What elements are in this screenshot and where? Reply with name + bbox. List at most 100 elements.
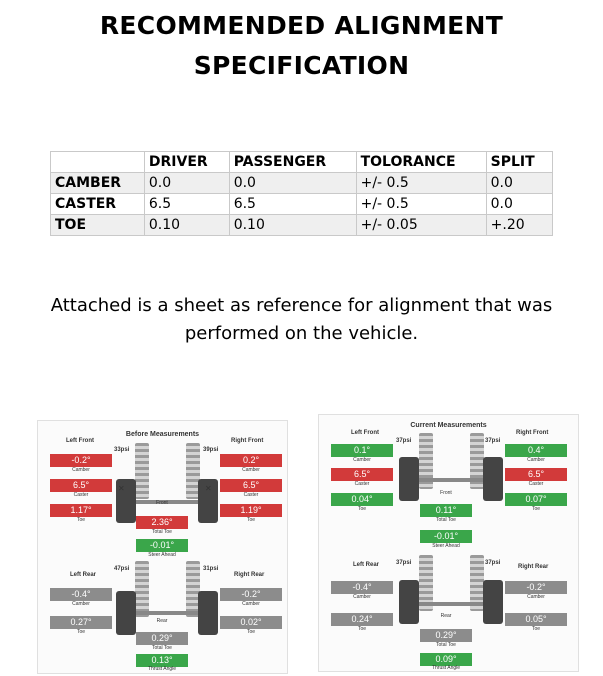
rear-total-toe-value: 0.29°	[136, 632, 188, 645]
rf-psi: 39psi	[203, 447, 219, 453]
left-front-label: Left Front	[66, 438, 94, 444]
right-front-wheel	[483, 457, 503, 501]
lr-toe-value: 0.27°	[50, 616, 112, 629]
sheet-header: Current Measurements	[410, 422, 487, 429]
front-axle	[136, 500, 198, 504]
right-rear-wheel	[483, 580, 503, 624]
lf-toe-value: 0.04°	[331, 493, 393, 506]
before-measurements-sheet: Before Measurements Left Front Right Fro…	[37, 420, 288, 674]
thrust-angle-value: 0.09°	[420, 653, 472, 666]
lr-toe-label: Toe	[76, 629, 86, 635]
table-row: CASTER 6.5 6.5 +/- 0.5 0.0	[50, 193, 554, 215]
table-cell: +/- 0.05	[355, 214, 487, 236]
table-cell: +/- 0.5	[355, 172, 487, 194]
right-front-strut	[470, 433, 484, 489]
table-cell: 0.0	[228, 172, 357, 194]
reference-note: Attached is a sheet as reference for ali…	[0, 292, 603, 348]
front-total-toe-label: Total Toe	[436, 517, 456, 523]
lf-psi: 33psi	[114, 447, 130, 453]
note-line-2: performed on the vehicle.	[184, 323, 419, 344]
lr-psi: 37psi	[396, 560, 412, 566]
table-cell: 0.0	[143, 172, 230, 194]
rear-total-toe-label: Total Toe	[436, 642, 456, 648]
row-label: CASTER	[50, 193, 145, 215]
right-rear-strut	[186, 561, 200, 617]
rr-toe-value: 0.02°	[220, 616, 282, 629]
lf-toe-label: Toe	[357, 506, 367, 512]
rr-camber-value: -0.2°	[220, 588, 282, 601]
rf-caster-value: 6.5°	[220, 479, 282, 492]
rr-toe-value: 0.05°	[505, 613, 567, 626]
left-rear-wheel	[116, 591, 136, 635]
table-cell: 0.10	[143, 214, 230, 236]
left-rear-strut	[419, 555, 433, 611]
steer-ahead-label: Steer Ahead	[148, 552, 176, 558]
right-rear-label: Right Rear	[518, 564, 549, 570]
steer-ahead-label: Steer Ahead	[432, 543, 460, 549]
rr-camber-label: Camber	[527, 594, 545, 600]
lf-caster-value: 6.5°	[50, 479, 112, 492]
lf-caster-label: Caster	[354, 481, 370, 487]
lr-toe-label: Toe	[357, 626, 367, 632]
lf-camber-value: -0.2°	[50, 454, 112, 467]
rf-toe-value: 1.19°	[220, 504, 282, 517]
lf-toe-value: 1.17°	[50, 504, 112, 517]
rf-caster-label: Caster	[528, 481, 544, 487]
rf-camber-value: 0.2°	[220, 454, 282, 467]
lf-psi: 37psi	[396, 438, 412, 444]
table-cell: +/- 0.5	[355, 193, 487, 215]
rr-psi: 37psi	[485, 560, 501, 566]
right-rear-label: Right Rear	[234, 572, 265, 578]
table-header-cell: TOLORANCE	[355, 151, 487, 173]
rf-psi: 37psi	[485, 438, 501, 444]
lr-camber-label: Camber	[353, 594, 371, 600]
lf-caster-value: 6.5°	[331, 468, 393, 481]
table-header-row: DRIVER PASSENGER TOLORANCE SPLIT	[50, 151, 554, 173]
left-rear-wheel	[399, 580, 419, 624]
front-total-toe-label: Total Toe	[152, 529, 172, 535]
left-front-strut	[419, 433, 433, 489]
thrust-angle-label: Thrust Angle	[147, 666, 177, 672]
lf-camber-label: Camber	[72, 467, 90, 473]
thrust-angle-value: 0.13°	[136, 654, 188, 667]
front-total-toe-value: 2.36°	[136, 516, 188, 529]
table-cell: 0.0	[485, 172, 554, 194]
table-row: CAMBER 0.0 0.0 +/- 0.5 0.0	[50, 172, 554, 194]
rear-label: Rear	[156, 618, 168, 624]
lr-camber-value: -0.4°	[50, 588, 112, 601]
thrust-angle-label: Thrust Angle	[431, 665, 461, 671]
rf-caster-label: Caster	[243, 492, 259, 498]
steer-ahead-value: -0.01°	[136, 539, 188, 552]
lf-warning-icon: ✕	[118, 484, 125, 493]
table-header-cell: PASSENGER	[228, 151, 357, 173]
right-rear-wheel	[198, 591, 218, 635]
rear-total-toe-label: Total Toe	[152, 645, 172, 651]
page-title: RECOMMENDED ALIGNMENT SPECIFICATION	[0, 6, 603, 86]
title-line-1: RECOMMENDED ALIGNMENT	[99, 11, 504, 40]
lr-camber-value: -0.4°	[331, 581, 393, 594]
rf-toe-value: 0.07°	[505, 493, 567, 506]
alignment-spec-table: DRIVER PASSENGER TOLORANCE SPLIT CAMBER …	[50, 151, 554, 236]
row-label: CAMBER	[50, 172, 145, 194]
rear-label: Rear	[440, 613, 452, 619]
steer-ahead-value: -0.01°	[420, 530, 472, 543]
rf-camber-label: Camber	[527, 457, 545, 463]
left-rear-label: Left Rear	[70, 572, 97, 578]
rf-camber-label: Camber	[242, 467, 260, 473]
lr-psi: 47psi	[114, 566, 130, 572]
rr-camber-label: Camber	[242, 601, 260, 607]
rr-camber-value: -0.2°	[505, 581, 567, 594]
rf-caster-value: 6.5°	[505, 468, 567, 481]
table-header-cell: DRIVER	[143, 151, 230, 173]
rr-toe-label: Toe	[246, 629, 256, 635]
lr-toe-value: 0.24°	[331, 613, 393, 626]
rf-toe-label: Toe	[531, 506, 541, 512]
table-row: TOE 0.10 0.10 +/- 0.05 +.20	[50, 214, 554, 236]
front-label: Front	[440, 490, 452, 496]
right-front-strut	[186, 443, 200, 499]
rr-toe-label: Toe	[531, 626, 541, 632]
right-front-label: Right Front	[516, 430, 549, 436]
rear-total-toe-value: 0.29°	[420, 629, 472, 642]
left-front-strut	[135, 443, 149, 499]
table-cell: 0.10	[228, 214, 357, 236]
